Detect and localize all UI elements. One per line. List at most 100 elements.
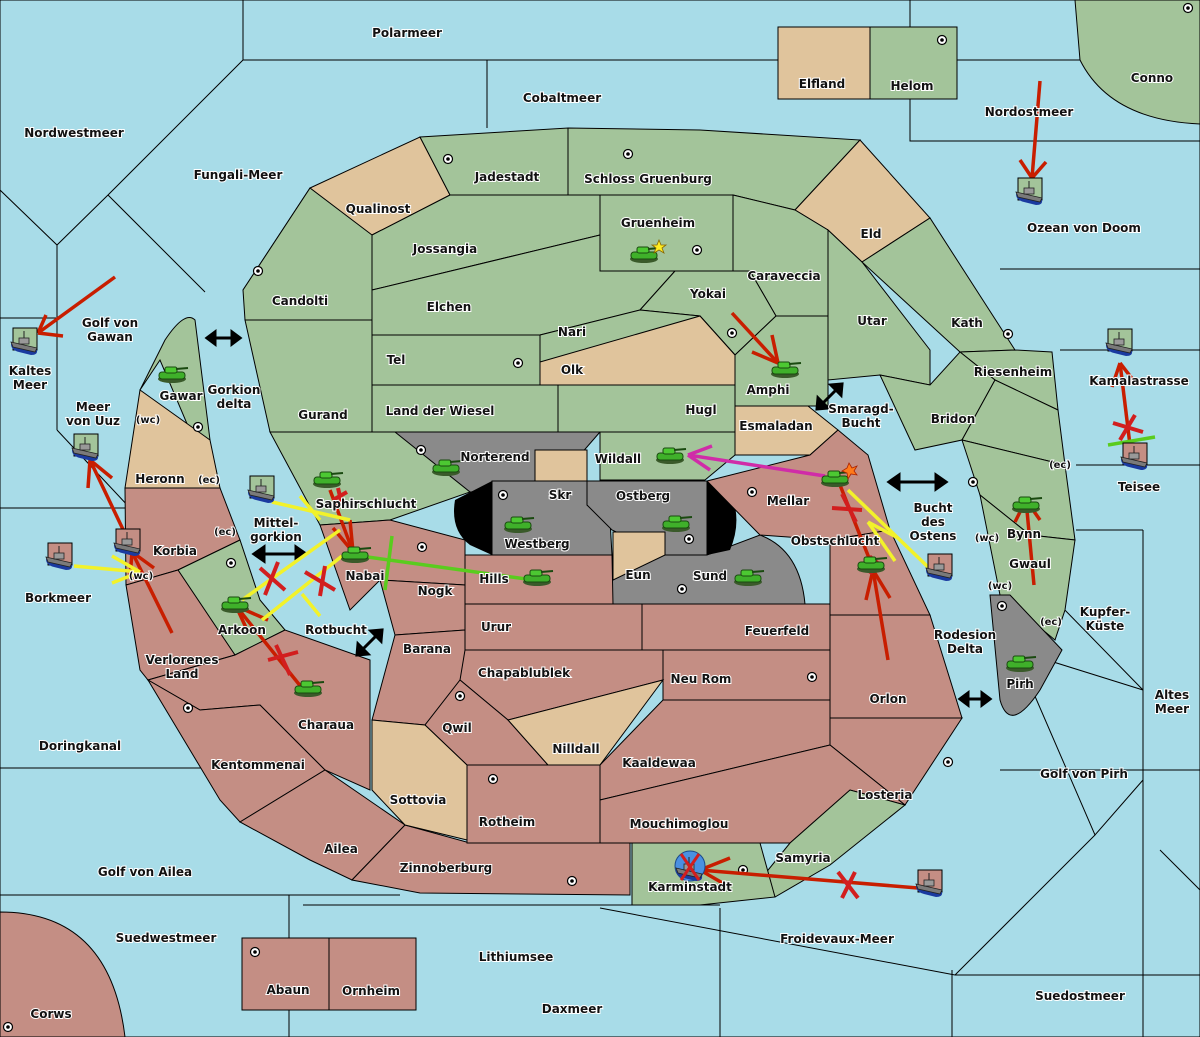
label-heronn: Heronn [135, 472, 184, 486]
tank-unit-icon[interactable] [662, 515, 693, 532]
tank-unit-icon[interactable] [523, 569, 554, 586]
failed-x-icon [258, 561, 287, 596]
supply-center-icon [442, 153, 454, 165]
tank-unit-icon[interactable] [821, 462, 858, 487]
tank-unit-icon[interactable] [294, 680, 325, 697]
tank-unit-icon[interactable] [656, 447, 687, 464]
label-meeruuz-1: Meer [76, 400, 110, 414]
supply-center-icon [566, 875, 578, 887]
label-golfgawan-1: Golf von [82, 316, 138, 330]
label-teisee: Teisee [1118, 480, 1160, 494]
move-order-arrow [36, 275, 117, 338]
tank-unit-icon[interactable] [221, 596, 252, 613]
label-urur: Urur [481, 620, 511, 634]
label-golfgawan-2: Gawan [87, 330, 133, 344]
region-elfland[interactable] [777, 26, 871, 100]
label-skr: Skr [549, 488, 572, 502]
label-schloss: Schloss Gruenburg [584, 172, 712, 186]
label-feuerfeld: Feuerfeld [745, 624, 810, 638]
tank-unit-icon[interactable] [341, 546, 372, 563]
label-orlon: Orlon [869, 692, 906, 706]
label-golfailea: Golf von Ailea [98, 865, 192, 879]
coast-ec: (ec) [1040, 617, 1062, 628]
supply-center-icon [249, 946, 261, 958]
label-losteria: Losteria [857, 788, 912, 802]
fleet-unit-icon[interactable] [925, 553, 953, 581]
fleet-unit-icon[interactable] [45, 542, 73, 570]
label-doring: Doringkanal [39, 739, 121, 753]
label-smaragd-2: Bucht [841, 416, 880, 430]
label-mellar: Mellar [767, 494, 809, 508]
tank-unit-icon[interactable] [504, 516, 535, 533]
fleet-unit-icon[interactable] [113, 528, 141, 556]
supply-center-icon [497, 489, 509, 501]
label-jadestadt: Jadestadt [474, 170, 540, 184]
double-arrow-icon [355, 628, 384, 657]
region-gruenheim[interactable] [599, 194, 734, 272]
region-ornheim[interactable] [328, 937, 417, 1011]
tank-unit-icon[interactable] [771, 361, 802, 378]
label-norterend: Norterend [460, 450, 529, 464]
support-order-arrow [73, 554, 141, 585]
label-conno: Conno [1131, 71, 1173, 85]
double-arrow-icon [815, 382, 844, 411]
tank-unit-icon[interactable] [432, 459, 463, 476]
strait-arrows [204, 329, 993, 708]
coast-ec: (ec) [1049, 460, 1071, 471]
supply-center-icon [996, 600, 1008, 612]
double-arrow-icon [204, 329, 243, 347]
label-bucht-1: Bucht [913, 501, 952, 515]
fleet-unit-icon[interactable] [1120, 442, 1148, 470]
region-pirh[interactable] [989, 594, 1063, 716]
order-arrows [36, 80, 1156, 890]
tank-unit-icon[interactable] [1006, 655, 1037, 672]
tank-unit-icon[interactable] [630, 238, 668, 263]
move-order-arrow [730, 311, 780, 365]
label-candolti: Candolti [272, 294, 328, 308]
tank-unit-icon[interactable] [158, 366, 189, 383]
coast-ec: (ec) [214, 527, 236, 538]
failed-order-marks [258, 413, 1144, 900]
fleet-unit-icon[interactable] [915, 869, 943, 897]
label-kaaldewaa: Kaaldewaa [622, 756, 696, 770]
supply-center-icon [225, 557, 237, 569]
region-corws[interactable] [0, 911, 126, 1037]
supply-center-icon [936, 34, 948, 46]
supply-center-icon [746, 486, 758, 498]
fleet-unit-icon[interactable] [71, 433, 99, 461]
support-order-arrow [271, 494, 351, 522]
supply-center-icon [454, 690, 466, 702]
label-bucht-3: Ostens [910, 529, 957, 543]
label-yokai: Yokai [689, 287, 726, 301]
region-rotheim[interactable] [466, 764, 601, 844]
support-order-arrow [846, 488, 930, 569]
tank-unit-icon[interactable] [313, 471, 344, 488]
tank-unit-icon[interactable] [1012, 496, 1043, 513]
fleet-unit-icon[interactable] [1105, 328, 1133, 356]
label-cobaltmeer: Cobaltmeer [523, 91, 601, 105]
fleet-unit-icon[interactable] [247, 475, 275, 503]
label-gawar: Gawar [159, 389, 202, 403]
fleet-unit-icon[interactable] [674, 850, 706, 882]
label-charaua: Charaua [298, 718, 354, 732]
label-pirh: Pirh [1006, 677, 1033, 691]
label-karmin: Karminstadt [648, 880, 732, 894]
tank-unit-icon[interactable] [857, 555, 888, 575]
label-bucht-2: des [921, 515, 945, 529]
units-layer [10, 177, 1148, 897]
coast-ec: (ec) [198, 475, 220, 486]
label-ornheim: Ornheim [342, 984, 400, 998]
supply-center-icon [942, 756, 954, 768]
fleet-unit-icon[interactable] [10, 327, 38, 355]
fleet-unit-icon[interactable] [1015, 177, 1043, 205]
coast-wc: (wc) [988, 581, 1012, 592]
label-nordwestmeer: Nordwestmeer [24, 126, 124, 140]
label-helom: Helom [890, 79, 933, 93]
label-kaltes-1: Kaltes [9, 364, 52, 378]
region-mellar[interactable] [706, 429, 891, 541]
tank-unit-icon[interactable] [734, 569, 765, 586]
supply-center-icon [512, 357, 524, 369]
label-altes-1: Altes [1155, 688, 1189, 702]
